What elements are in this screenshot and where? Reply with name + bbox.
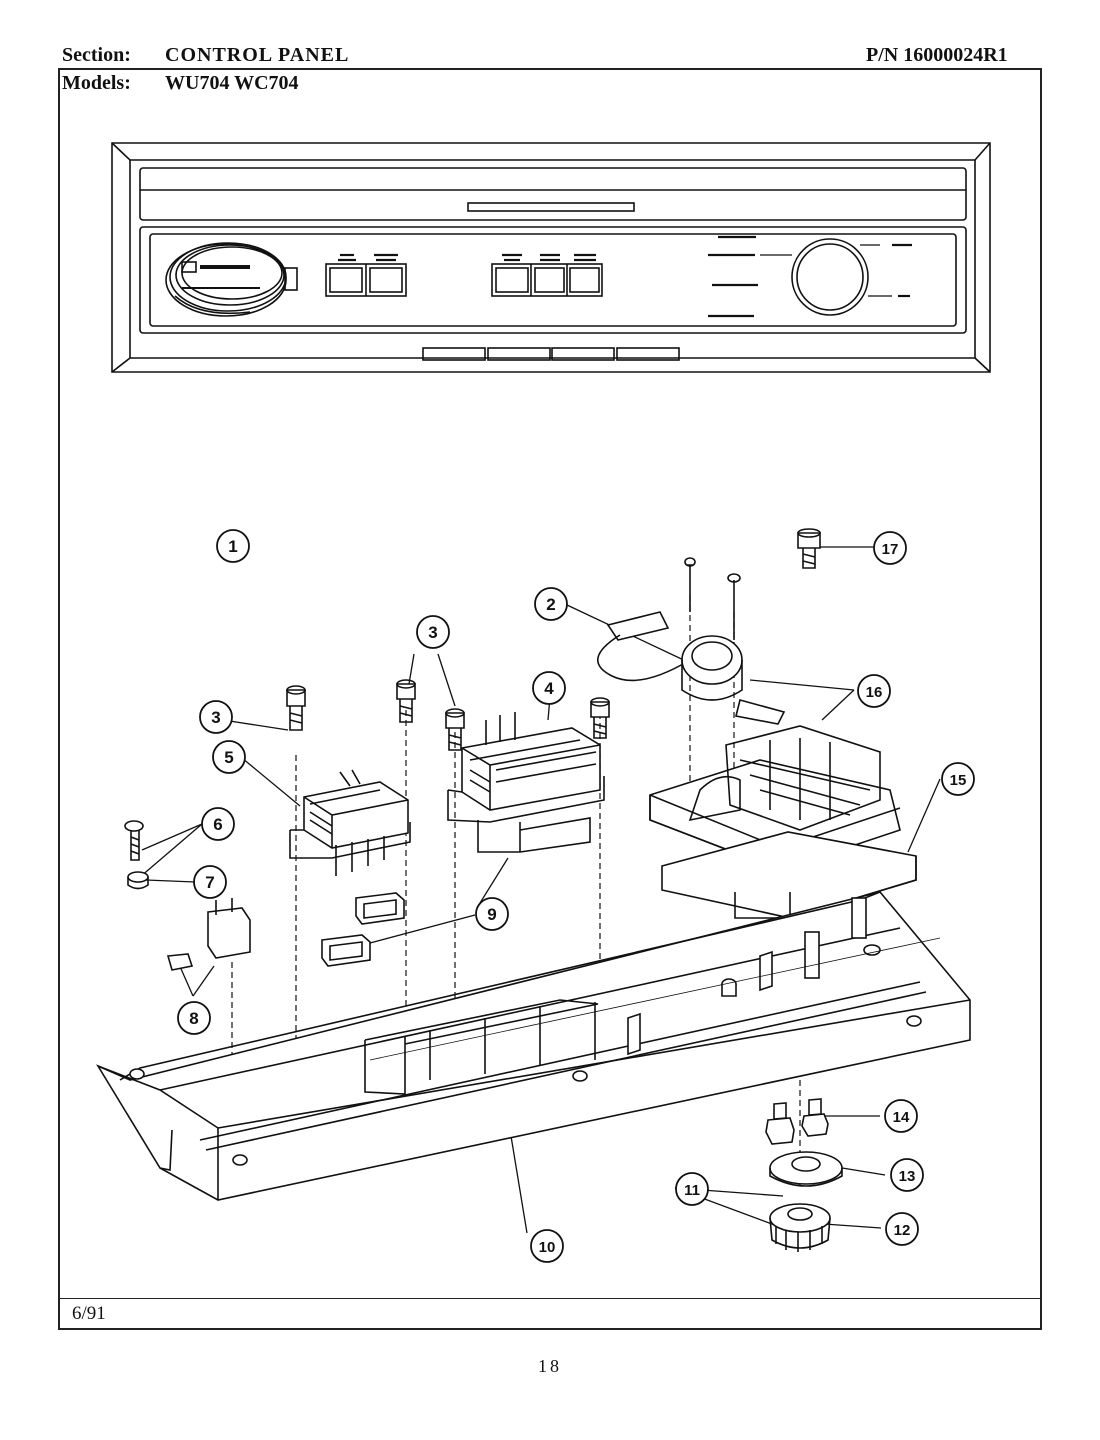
screw-item-6 <box>124 820 144 861</box>
callout-c17: 17 <box>873 531 907 565</box>
callout-c16: 16 <box>857 674 891 708</box>
callout-c7: 7 <box>193 865 227 899</box>
switch-item-8 <box>166 898 251 971</box>
callout-c13: 13 <box>890 1158 924 1192</box>
console-base-item-10 <box>96 891 971 1201</box>
callout-c2: 2 <box>534 587 568 621</box>
callout-number: 7 <box>205 873 214 892</box>
models-label: Models: <box>62 72 131 94</box>
section-title: CONTROL PANEL <box>165 44 350 66</box>
screw-item-17 <box>797 528 821 569</box>
callout-number: 3 <box>428 623 437 642</box>
models-value: WU704 WC704 <box>165 72 299 94</box>
callout-number: 2 <box>546 595 555 614</box>
callout-number: 10 <box>539 1239 556 1256</box>
callout-number: 6 <box>213 815 222 834</box>
switch-item-4 <box>447 712 605 853</box>
console-front-panel <box>111 142 991 373</box>
switch-item-5 <box>289 769 411 876</box>
callout-c4: 4 <box>532 671 566 705</box>
revision-date: 6/91 <box>72 1303 106 1324</box>
callout-c8: 8 <box>177 1001 211 1035</box>
callout-c15: 15 <box>941 762 975 796</box>
callout-c1: 1 <box>216 529 250 563</box>
screws-item-14 <box>765 1098 829 1145</box>
callout-number: 13 <box>899 1168 916 1185</box>
callout-number: 11 <box>684 1182 700 1199</box>
callout-number: 1 <box>228 537 237 556</box>
section-label: Section: <box>62 44 131 66</box>
footer-divider <box>60 1298 1040 1299</box>
wiring-harness <box>165 242 287 317</box>
callout-number: 4 <box>544 679 554 698</box>
indicator-lights-item-9 <box>321 892 405 967</box>
callout-c12: 12 <box>885 1212 919 1246</box>
callout-number: 16 <box>866 684 883 701</box>
callout-number: 14 <box>893 1109 910 1126</box>
callout-c11: 11 <box>675 1172 709 1206</box>
dial-skirt-item-13 <box>769 1151 843 1187</box>
knob-item-12 <box>769 1203 831 1252</box>
callout-c6: 6 <box>201 807 235 841</box>
callout-number: 9 <box>487 905 496 924</box>
callout-c10: 10 <box>530 1229 564 1263</box>
diagram-frame <box>58 68 1042 1330</box>
callout-number: 8 <box>189 1009 198 1028</box>
callout-number: 5 <box>224 748 233 767</box>
callout-number: 15 <box>950 772 967 789</box>
callout-c9: 9 <box>475 897 509 931</box>
timer-motor-item-2 <box>596 557 786 725</box>
cap-item-7 <box>127 871 149 890</box>
callout-c14: 14 <box>884 1099 918 1133</box>
part-number: P/N 16000024R1 <box>866 44 1008 66</box>
callout-c3a: 3 <box>416 615 450 649</box>
callout-number: 12 <box>894 1222 911 1239</box>
callout-c5: 5 <box>212 740 246 774</box>
callout-number: 17 <box>882 541 899 558</box>
page-number: 18 <box>538 1356 562 1376</box>
callout-c3b: 3 <box>199 700 233 734</box>
screws-item-3 <box>286 679 610 751</box>
callout-number: 3 <box>211 708 220 727</box>
